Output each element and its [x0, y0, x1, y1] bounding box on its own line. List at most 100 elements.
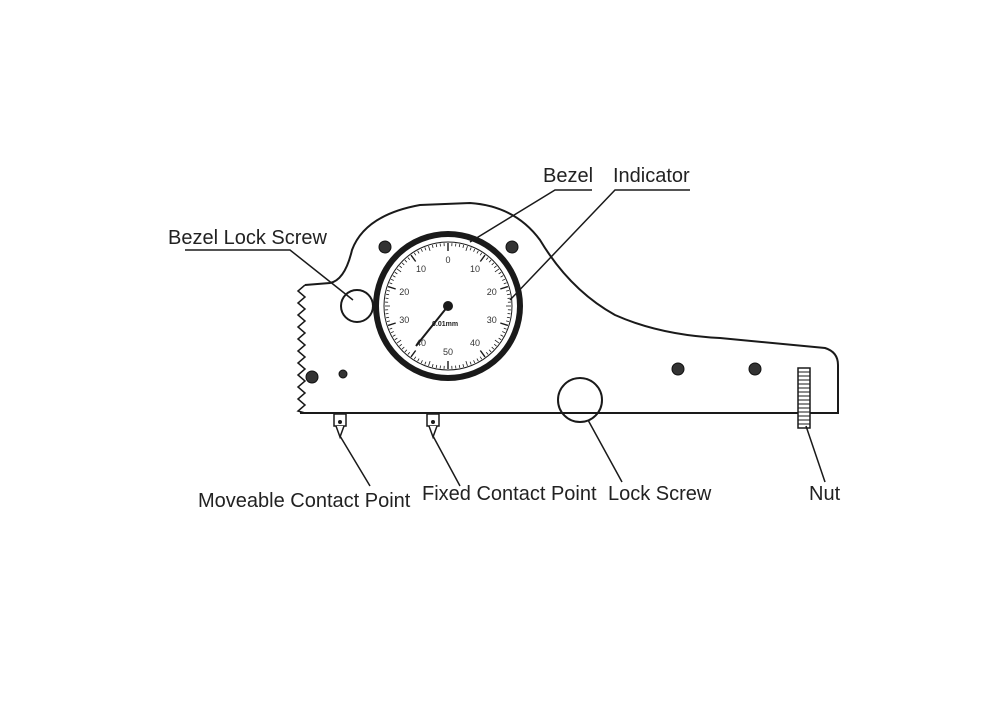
dial-tick — [424, 361, 427, 365]
dial-tick — [479, 252, 483, 256]
dial-tick — [500, 285, 509, 290]
screw-right-1 — [671, 362, 685, 376]
dial-tick — [465, 361, 468, 367]
dial-tick — [435, 244, 438, 248]
label-indicator: Indicator — [613, 165, 690, 187]
dial-tick — [485, 257, 489, 261]
dial-tick — [417, 358, 420, 362]
dial-tick — [390, 331, 394, 334]
label-lock-screw: Lock Screw — [608, 483, 712, 505]
dial-tick — [428, 245, 431, 251]
dial-tick — [424, 247, 427, 251]
dial-tick — [488, 259, 492, 263]
dial-tick — [413, 356, 417, 360]
dial-tick — [387, 285, 396, 290]
dial-tick — [399, 343, 403, 347]
dial-tick — [493, 265, 497, 269]
dial-tick — [404, 349, 408, 353]
dial-tick — [431, 364, 434, 368]
dial-tick-marks — [385, 243, 511, 369]
screw-top-left — [378, 240, 392, 254]
dial-tick — [491, 346, 495, 350]
dial-tick — [386, 289, 390, 292]
dial-tick — [458, 244, 461, 248]
dial-tick — [392, 334, 396, 337]
dial-tick — [473, 360, 476, 364]
dial-scale-label: 30 — [399, 315, 409, 325]
dial-tick — [401, 346, 405, 350]
leader-fixed-contact — [432, 435, 461, 487]
dial-tick — [465, 245, 468, 251]
dial-tick — [500, 322, 509, 327]
dial-tick — [428, 361, 431, 367]
screw-left-1 — [305, 370, 319, 384]
dial-tick — [410, 350, 417, 358]
dial-tick — [407, 351, 411, 355]
label-fixed-contact-point: Fixed Contact Point — [422, 483, 597, 505]
dial-tick — [473, 248, 476, 252]
nut — [797, 367, 811, 429]
dial-tick — [401, 262, 405, 266]
screw-right-2 — [748, 362, 762, 376]
dial-tick — [431, 244, 434, 248]
leader-lines — [185, 189, 826, 487]
dial-scale-label: 10 — [470, 264, 480, 274]
dial-tick — [506, 320, 510, 323]
dial-tick — [386, 316, 390, 319]
dial-tick — [493, 343, 497, 347]
dial-tick — [494, 268, 500, 273]
dial-tick — [420, 360, 423, 364]
dial-tick — [394, 271, 398, 275]
dial-tick — [390, 278, 394, 281]
dial-tick — [506, 293, 510, 296]
dial-tick — [404, 259, 408, 263]
label-bezel: Bezel — [543, 165, 593, 187]
dial-tick — [488, 349, 492, 353]
dial-tick — [498, 337, 502, 341]
dial-tick — [485, 351, 489, 355]
dial-tick — [387, 322, 396, 327]
dial-tick — [476, 250, 479, 254]
serrated-edge — [296, 284, 307, 414]
dial-tick — [420, 248, 423, 252]
dial-tick — [494, 339, 500, 344]
dial-tick — [407, 257, 411, 261]
dial-needle — [415, 305, 449, 347]
dial-tick — [479, 356, 483, 360]
dial-tick — [386, 293, 390, 296]
dial-tick — [502, 278, 506, 281]
dial-tick — [462, 364, 465, 368]
dial-tick — [386, 320, 390, 323]
dial-tick — [479, 254, 486, 262]
leader-indicator — [509, 189, 690, 301]
dial-tick — [502, 331, 506, 334]
dial-scale-label: 0 — [445, 255, 450, 265]
dial-tick — [458, 364, 461, 368]
screw-top-right — [505, 240, 519, 254]
dial-tick — [435, 364, 438, 368]
dial-tick — [417, 250, 420, 254]
fixed-contact-point — [426, 413, 440, 440]
leader-bezel-lock-screw — [185, 249, 354, 301]
dial-scale-label: 50 — [443, 347, 453, 357]
dial-scale-label: 20 — [487, 287, 497, 297]
dial-tick — [498, 271, 502, 275]
dial-tick — [503, 282, 507, 285]
leader-bezel — [469, 189, 592, 243]
dial-tick — [491, 262, 495, 266]
dial-tick — [413, 252, 417, 256]
dial-tick — [389, 327, 393, 330]
label-moveable-contact-point: Moveable Contact Point — [198, 490, 411, 512]
dial-tick — [392, 275, 396, 278]
dial-scale-label: 40 — [416, 338, 426, 348]
dial-tick — [500, 275, 504, 278]
dial-tick — [476, 358, 479, 362]
leader-moveable-contact — [339, 435, 371, 487]
dial-tick — [396, 339, 402, 344]
dial-tick — [394, 337, 398, 341]
dial-tick — [469, 361, 472, 365]
dial-pivot — [443, 301, 453, 311]
